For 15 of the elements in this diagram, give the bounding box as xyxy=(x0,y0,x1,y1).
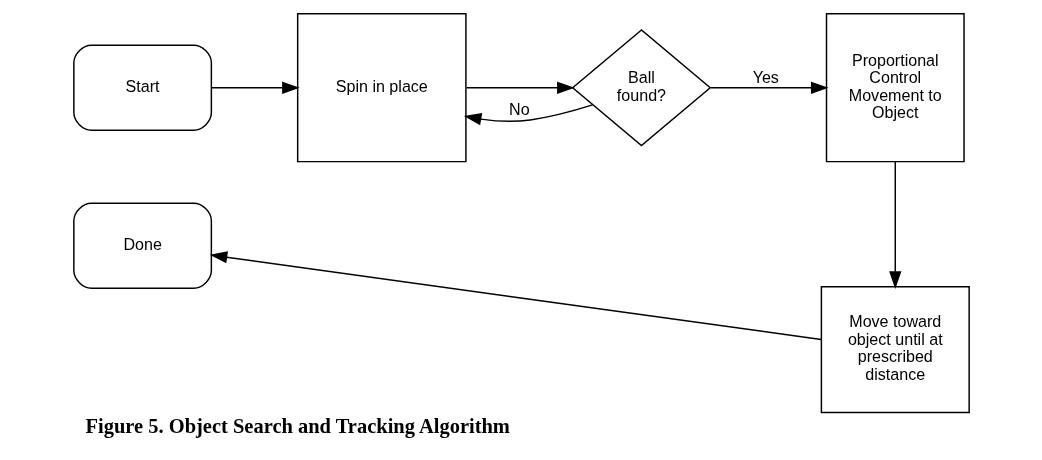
arrow xyxy=(209,251,822,341)
node-diamond: Ball found? xyxy=(571,29,711,147)
arrow xyxy=(465,81,575,94)
node-box: Spin in place xyxy=(296,13,467,163)
arrow xyxy=(709,81,828,94)
node-box: Start xyxy=(72,44,212,131)
arrow xyxy=(463,104,593,126)
node-box: Proportional Control Movement to Object xyxy=(825,13,965,163)
node-box: Move toward object until at prescribed distance xyxy=(820,285,970,414)
node-box: Done xyxy=(72,202,212,289)
arrow xyxy=(210,81,300,94)
caption: Figure 5. Object Search and Tracking Algorithm xyxy=(85,415,510,438)
edge-label: Yes xyxy=(752,68,779,87)
arrow xyxy=(888,161,901,289)
edge-label: No xyxy=(508,100,530,119)
